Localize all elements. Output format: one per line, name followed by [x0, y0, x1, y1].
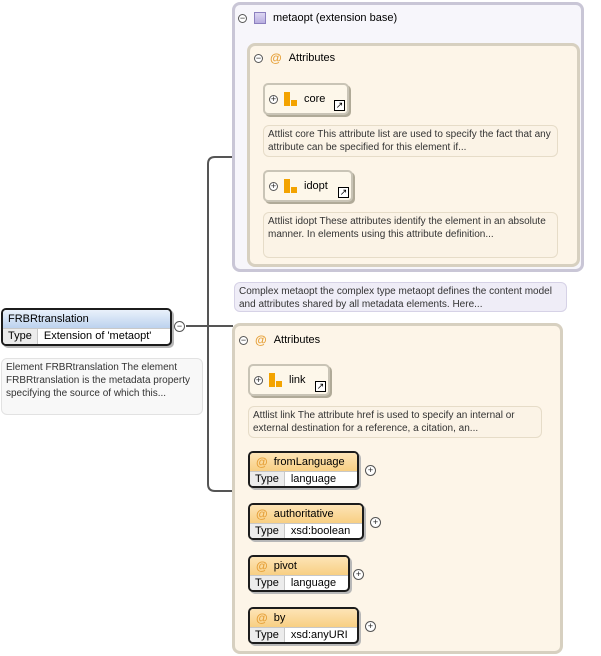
- idopt-expand-icon[interactable]: +: [269, 180, 278, 191]
- core-reference-arrow-icon[interactable]: ↗: [334, 100, 345, 111]
- local-attributes-collapse-icon[interactable]: −: [239, 334, 248, 345]
- attribute-by[interactable]: @ by Type xsd:anyURI: [248, 607, 359, 644]
- attribute-group-idopt[interactable]: + idopt ↗: [263, 170, 353, 202]
- local-attributes-title: Attributes: [273, 334, 321, 346]
- attribute-type-label: Type: [250, 628, 285, 642]
- attribute-group-core[interactable]: + core ↗: [263, 83, 349, 115]
- attribute-at-icon: @: [256, 611, 268, 625]
- attribute-type-label: Type: [250, 524, 285, 538]
- attributes-at-icon: @: [270, 51, 282, 65]
- attribute-type-label: Type: [250, 576, 285, 590]
- attribute-fromlanguage[interactable]: @ fromLanguage Type language: [248, 451, 359, 488]
- pivot-expand-icon[interactable]: +: [353, 569, 364, 580]
- authoritative-expand-icon[interactable]: +: [370, 517, 381, 528]
- root-type-label: Type: [3, 329, 38, 344]
- group-idopt-name: idopt: [304, 180, 328, 192]
- attribute-group-link[interactable]: + link ↗: [248, 364, 330, 396]
- attribute-name: fromLanguage: [273, 456, 345, 468]
- root-description: Element FRBRtranslation The element FRBR…: [1, 358, 203, 415]
- attribute-name: by: [273, 612, 286, 624]
- complex-type-icon: [254, 12, 266, 24]
- root-collapse-toggle-icon[interactable]: −: [174, 321, 185, 332]
- attribute-pivot[interactable]: @ pivot Type language: [248, 555, 350, 592]
- group-link-description: Attlist link The attribute href is used …: [248, 406, 542, 438]
- attribute-type-value: xsd:anyURI: [290, 629, 348, 641]
- group-core-name: core: [304, 93, 326, 105]
- attribute-authoritative[interactable]: @ authoritative Type xsd:boolean: [248, 503, 364, 540]
- attribute-name: authoritative: [273, 508, 334, 520]
- local-attributes-panel: − @ Attributes + link ↗ Attlist link The…: [232, 323, 563, 654]
- attribute-at-icon: @: [256, 559, 268, 573]
- attributes-at-icon: @: [255, 333, 267, 347]
- attribute-type-value: xsd:boolean: [290, 525, 351, 537]
- group-idopt-description: Attlist idopt These attributes identify …: [263, 212, 558, 258]
- fromlanguage-expand-icon[interactable]: +: [365, 465, 376, 476]
- group-link-name: link: [289, 374, 306, 386]
- root-element-frbrtranslation[interactable]: FRBRtranslation Type Extension of 'metao…: [1, 308, 172, 346]
- attribute-type-label: Type: [250, 472, 285, 486]
- extension-collapse-toggle-icon[interactable]: −: [238, 12, 247, 23]
- attribute-name: pivot: [273, 560, 297, 572]
- attribute-at-icon: @: [256, 507, 268, 521]
- attribute-group-icon: [269, 373, 283, 387]
- extension-attributes-title: Attributes: [288, 52, 336, 64]
- extension-attributes-panel: − @ Attributes + core ↗ Attlist core Thi…: [247, 43, 580, 267]
- root-element-name: FRBRtranslation: [3, 310, 170, 328]
- extension-description: Complex metaopt the complex type metaopt…: [234, 282, 567, 312]
- by-expand-icon[interactable]: +: [365, 621, 376, 632]
- extension-attributes-collapse-icon[interactable]: −: [254, 52, 263, 63]
- link-reference-arrow-icon[interactable]: ↗: [315, 381, 326, 392]
- attribute-type-value: language: [290, 577, 337, 589]
- idopt-reference-arrow-icon[interactable]: ↗: [338, 187, 349, 198]
- group-core-description: Attlist core This attribute list are use…: [263, 125, 558, 157]
- extension-base-panel: − metaopt (extension base) − @ Attribute…: [232, 2, 584, 272]
- link-expand-icon[interactable]: +: [254, 374, 263, 385]
- root-type-value: Extension of 'metaopt': [43, 330, 152, 342]
- extension-title: metaopt (extension base): [273, 12, 398, 24]
- attribute-group-icon: [284, 179, 298, 193]
- core-expand-icon[interactable]: +: [269, 93, 278, 104]
- attribute-at-icon: @: [256, 455, 268, 469]
- attribute-group-icon: [284, 92, 298, 106]
- attribute-type-value: language: [290, 473, 337, 485]
